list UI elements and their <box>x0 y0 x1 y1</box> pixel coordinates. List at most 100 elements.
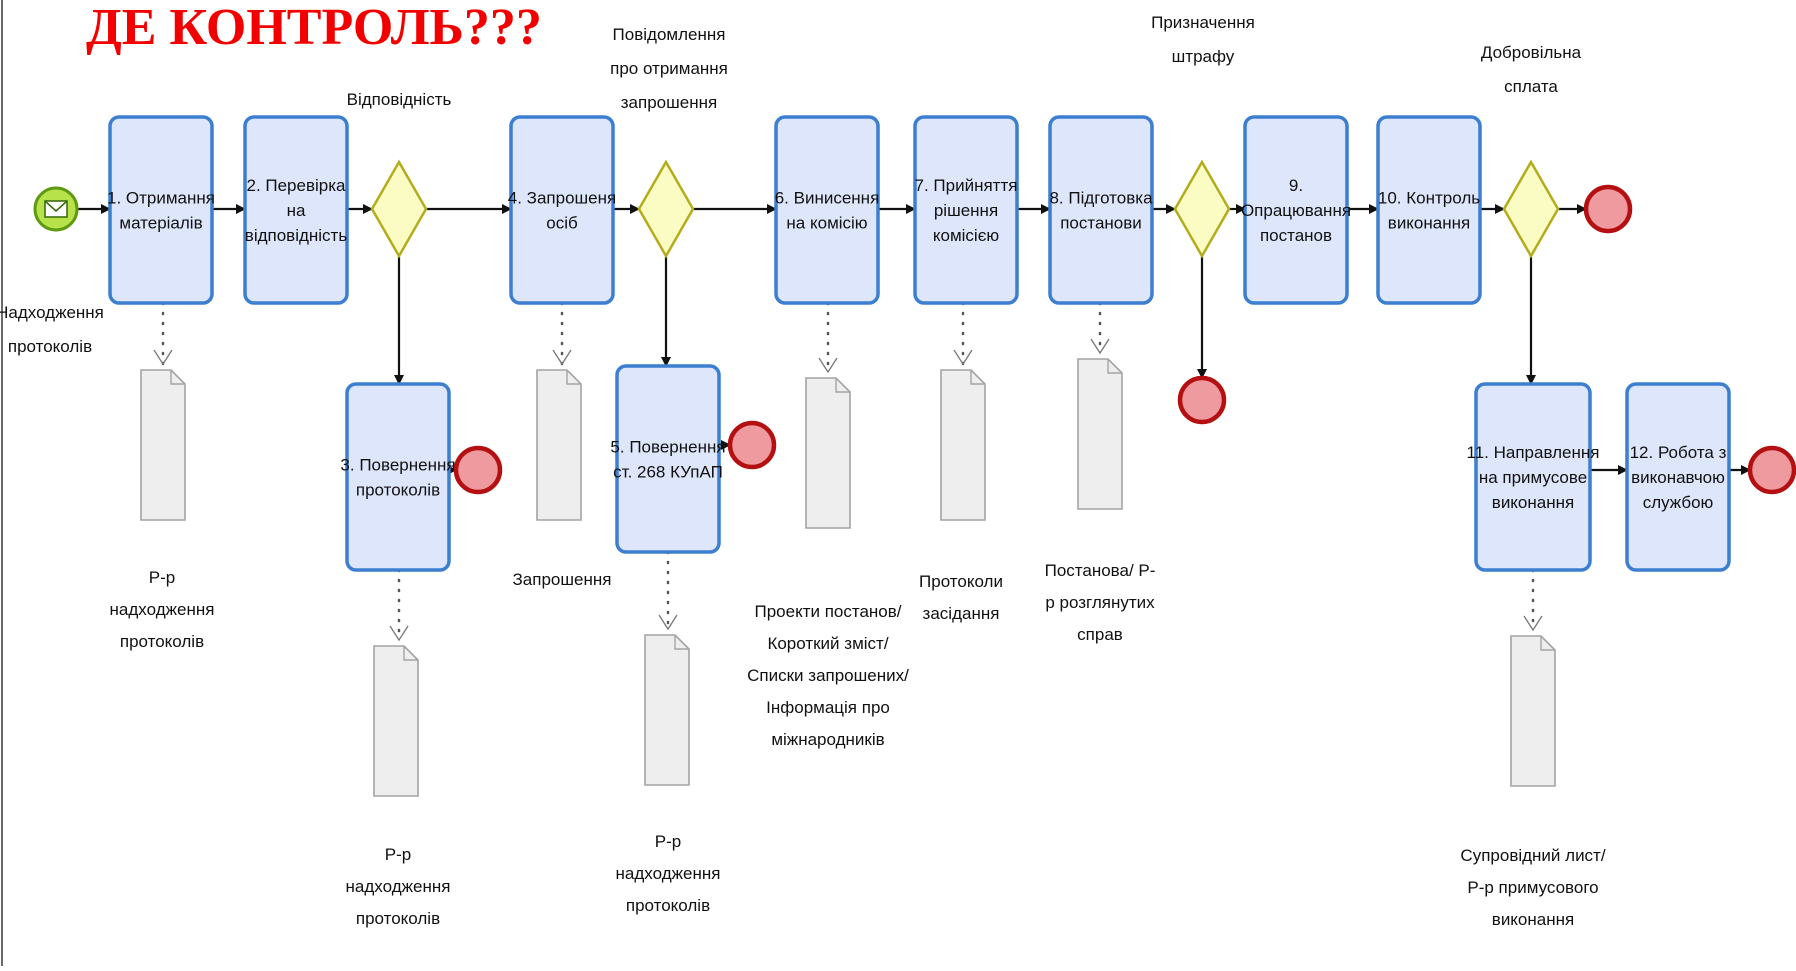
document-icon <box>940 369 986 521</box>
document-d7 <box>940 369 986 521</box>
gateway-label: запрошення <box>621 93 717 112</box>
association-arrowhead <box>552 349 572 366</box>
task-label: 9. <box>1289 176 1303 195</box>
gateway-label: Відповідність <box>347 90 452 109</box>
association-arrowhead <box>153 349 173 366</box>
task-box <box>345 382 451 572</box>
document-d3 <box>373 645 419 797</box>
gateway-g1 <box>370 159 428 259</box>
gateway-diamond <box>1173 159 1231 259</box>
task-label: 12. Робота з <box>1630 443 1727 462</box>
gateway-diamond <box>1502 159 1560 259</box>
task-label: виконавчою <box>1631 468 1725 487</box>
gateway-g2 <box>637 159 695 259</box>
task-label: протоколів <box>356 481 440 500</box>
gateway-label: про отримання <box>610 59 728 78</box>
task-box <box>913 115 1019 305</box>
association-arrowhead <box>658 614 678 631</box>
document-icon <box>1077 358 1123 510</box>
task-label: 10. Контроль <box>1378 189 1480 208</box>
task-box <box>1243 115 1349 305</box>
task-box <box>108 115 214 305</box>
task-label: службою <box>1643 493 1714 512</box>
gateway-g3 <box>1173 159 1231 259</box>
end-event <box>727 420 777 470</box>
gateway-g4 <box>1502 159 1560 259</box>
association-arrowhead <box>389 625 409 642</box>
document-d4 <box>536 369 582 521</box>
association-arrowhead <box>818 357 838 374</box>
end-event <box>453 445 503 495</box>
association-arrowhead <box>1523 615 1543 632</box>
document-label: протоколів <box>356 909 440 928</box>
envelope-icon <box>44 200 68 218</box>
task-t4: 4. Запрошеня осіб <box>508 115 616 305</box>
gateway-label: Добровільна <box>1481 43 1582 62</box>
document-label: Інформація про <box>766 698 890 717</box>
gateway-label: Призначення <box>1151 13 1255 32</box>
task-label: 6. Винисення <box>775 189 880 208</box>
sequence-flows <box>77 204 1751 475</box>
document-d6 <box>805 377 851 529</box>
task-box <box>1474 382 1592 572</box>
document-label: Списки запрошених/ <box>747 666 909 685</box>
document-d1 <box>140 369 186 521</box>
document-label: протоколів <box>626 896 710 915</box>
document-label: засідання <box>923 604 1000 623</box>
document-label: надходження <box>346 877 451 896</box>
document-label: Р-р <box>385 845 411 864</box>
task-box <box>1625 382 1731 572</box>
task-label: 7. Прийняття <box>915 176 1018 195</box>
document-label: Р-р <box>149 568 175 587</box>
task-t10: 10. Контроль виконання <box>1376 115 1482 305</box>
end-event <box>1583 184 1633 234</box>
document-label: Протоколи <box>919 572 1003 591</box>
document-label: Короткий зміст/ <box>767 634 888 653</box>
task-label: 5. Повернення <box>610 438 725 457</box>
document-label: Супровідний лист/ <box>1460 846 1605 865</box>
document-label: Запрошення <box>513 570 612 589</box>
task-box <box>509 115 615 305</box>
task-label: ст. 268 КУпАП <box>613 463 723 482</box>
task-label: постанови <box>1060 214 1142 233</box>
document-label: Р-р <box>655 832 681 851</box>
association-arrowhead <box>953 349 973 366</box>
document-label: справ <box>1077 625 1123 644</box>
task-label: осіб <box>546 214 578 233</box>
document-icon <box>140 369 186 521</box>
start-event <box>33 186 79 232</box>
document-d11 <box>1510 635 1556 787</box>
document-label: надходження <box>110 600 215 619</box>
task-label: Опрацювання <box>1241 201 1351 220</box>
task-label: виконання <box>1492 493 1574 512</box>
document-label: р розглянутих <box>1045 593 1155 612</box>
task-box <box>615 364 721 554</box>
task-label: виконання <box>1388 214 1470 233</box>
documents <box>140 358 1556 797</box>
document-icon <box>373 645 419 797</box>
document-d8 <box>1077 358 1123 510</box>
task-t12: 12. Робота з виконавчою службою <box>1625 382 1731 572</box>
task-label: 4. Запрошеня <box>508 189 616 208</box>
document-label: міжнародників <box>771 730 884 749</box>
start-event-label: протоколів <box>8 337 92 356</box>
document-label: Постанова/ Р- <box>1045 561 1156 580</box>
document-icon <box>644 634 690 786</box>
task-box <box>243 115 349 305</box>
task-label: 1. Отримання <box>107 189 215 208</box>
task-label: на примусове <box>1479 468 1587 487</box>
task-t5: 5. Повернення ст. 268 КУпАП <box>610 364 726 554</box>
task-box <box>774 115 880 305</box>
document-icon <box>805 377 851 529</box>
gateway-diamond <box>637 159 695 259</box>
